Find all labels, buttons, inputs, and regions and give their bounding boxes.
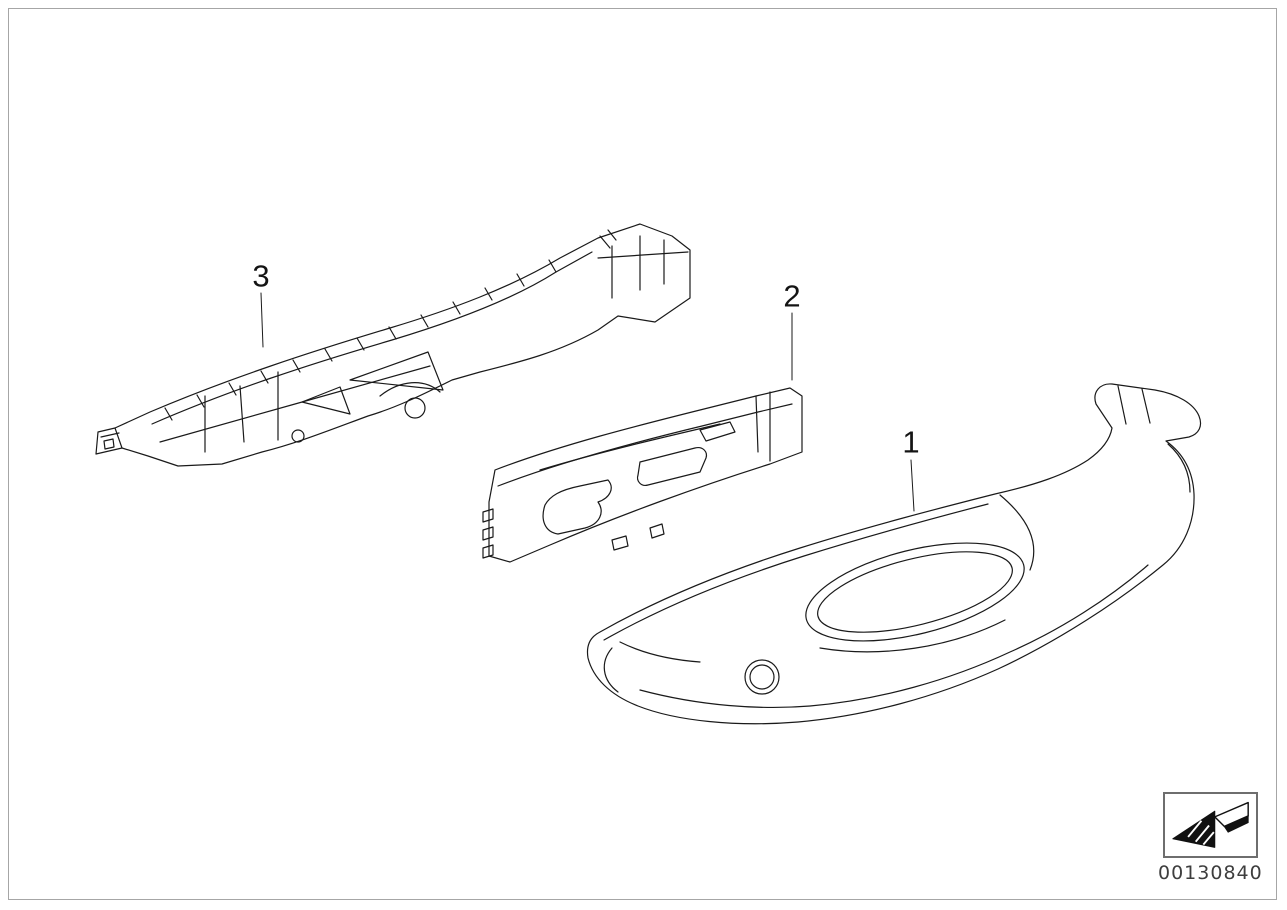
part-1-drawing: [586, 383, 1202, 725]
callout-label-3[interactable]: 3: [252, 258, 270, 294]
callout-label-2[interactable]: 2: [783, 278, 801, 314]
stamp-box: [1163, 792, 1258, 858]
part-2-drawing: [482, 387, 803, 563]
part-number: 00130840: [1158, 862, 1263, 884]
callout-label-1[interactable]: 1: [902, 424, 920, 460]
callout-line-3: [260, 292, 264, 348]
callout-lines: [260, 292, 915, 512]
return-arrow-icon: [1172, 801, 1249, 848]
part-3-drawing: [95, 223, 691, 467]
callout-line-1: [910, 459, 915, 512]
